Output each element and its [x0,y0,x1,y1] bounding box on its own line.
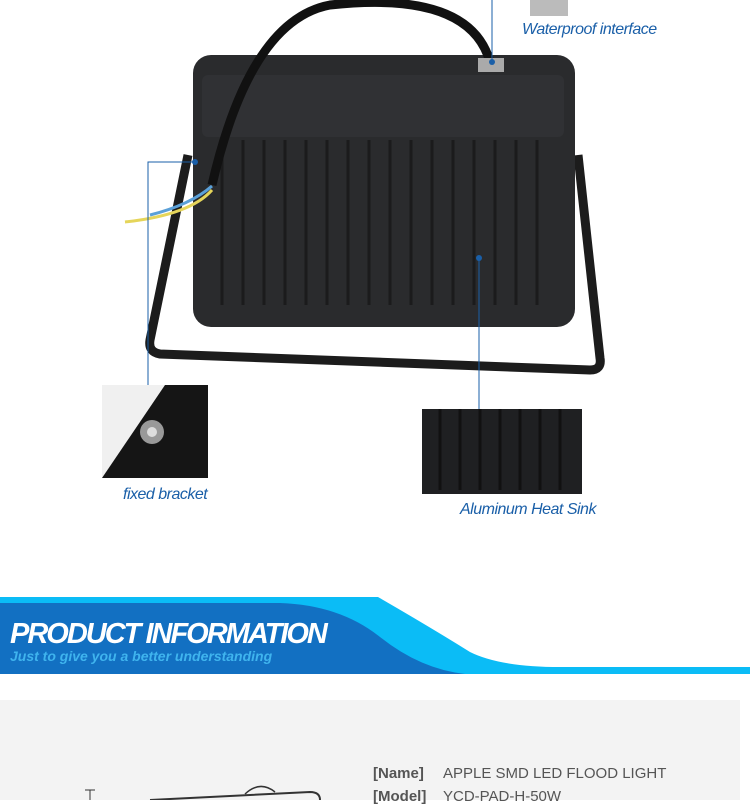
spec-value: YCD-PAD-H-50W [443,788,562,805]
spec-label: [Model] [373,788,427,805]
section-subtitle: Just to give you a better understanding [10,648,273,664]
waterproof-interface-label: Waterproof interface [522,21,657,38]
section-banner [0,597,750,674]
bracket-inset [102,385,208,478]
spec-row-name: [Name] APPLE SMD LED FLOOD LIGHT [373,765,666,782]
product-info-panel [0,700,740,800]
section-title: PRODUCT INFORMATION [10,618,328,650]
heatsink-inset [422,409,582,494]
product-drawing [85,785,321,800]
product-photo [102,0,605,494]
spec-value: APPLE SMD LED FLOOD LIGHT [443,765,667,782]
heat-sink-fins [220,140,539,305]
spec-label: [Name] [373,765,424,782]
mounting-bracket [145,154,605,375]
power-cable [207,0,495,187]
fixed-bracket-label: fixed bracket [123,486,208,503]
heat-sink-label: Aluminum Heat Sink [460,501,596,518]
spec-row-model: [Model] YCD-PAD-H-50W [373,788,561,805]
waterproof-connector [478,58,504,72]
